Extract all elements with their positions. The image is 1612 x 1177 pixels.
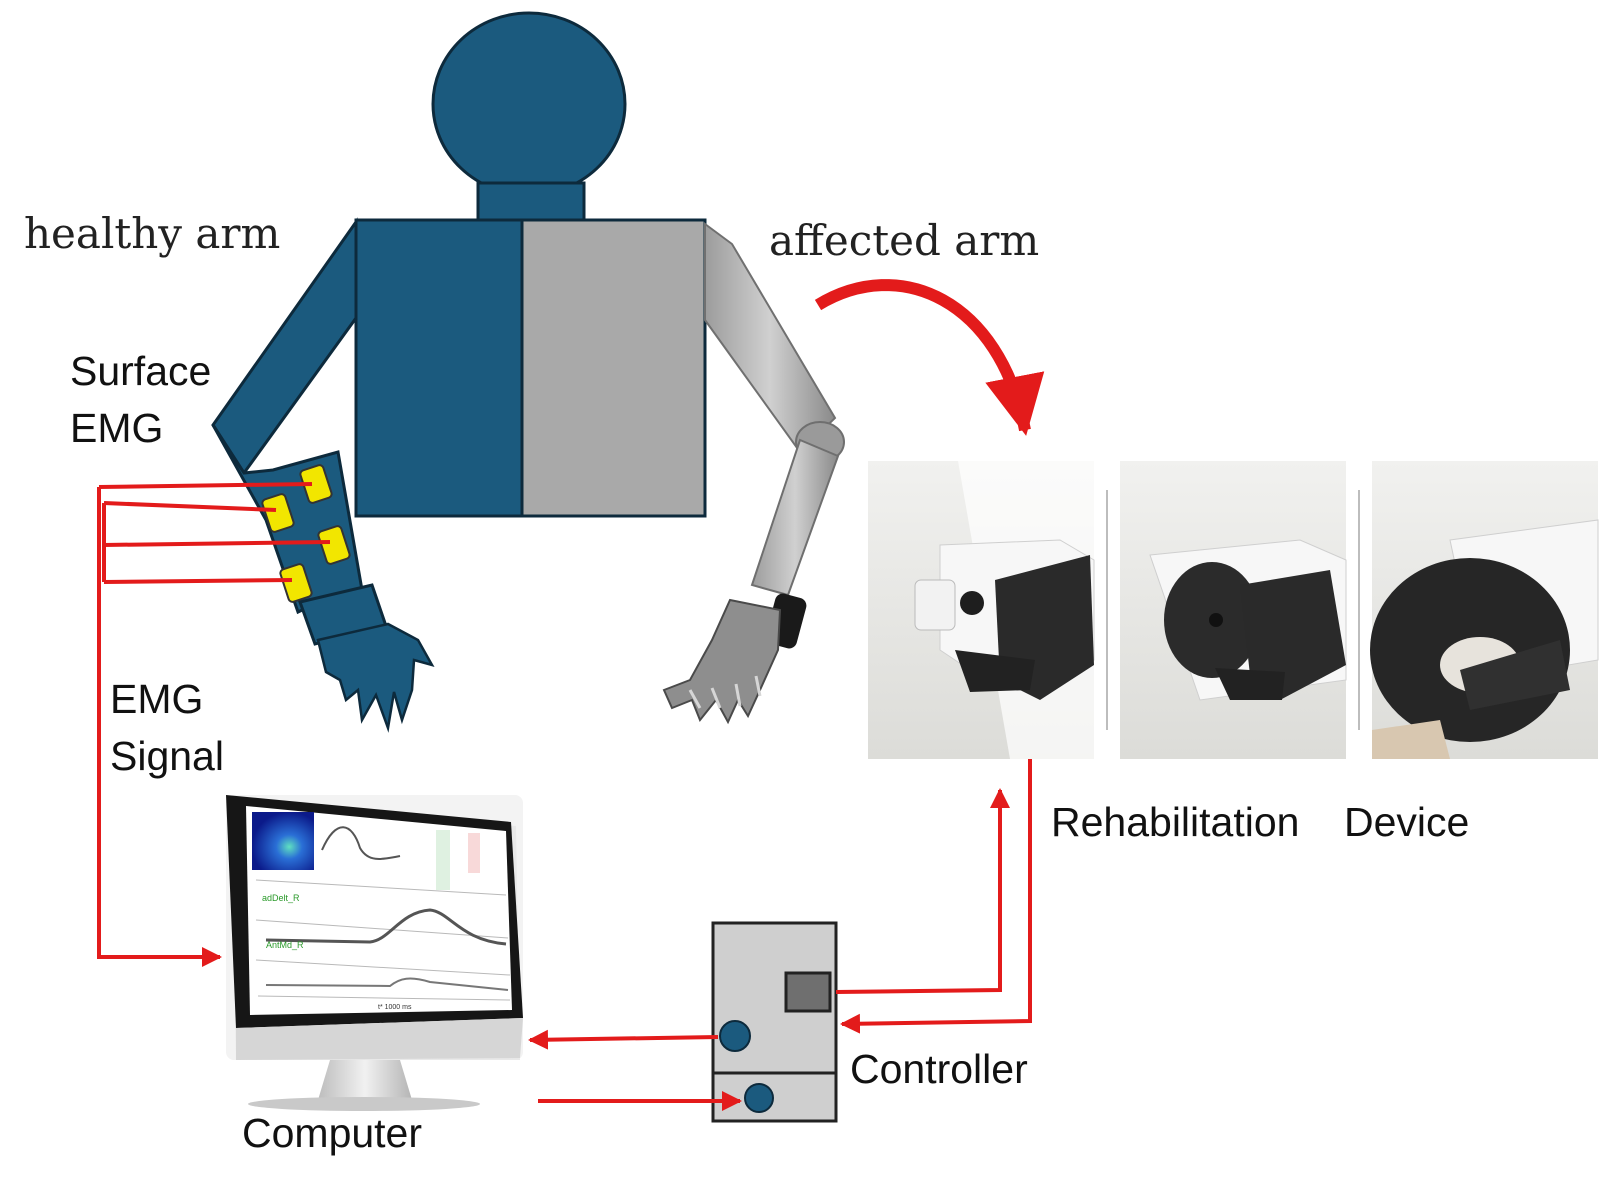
head [433,13,625,195]
red-curved-arrow-icon [818,285,1025,430]
emg-signal-label-line2: Signal [110,733,224,779]
computer-monitor-icon: adDelt_R AntMd_R t* 1000 ms [226,795,523,1111]
human-figure [213,13,844,728]
controller-knob-upper [720,1021,750,1051]
healthy-upper-arm [213,222,356,473]
controller-lower-body [713,1073,836,1121]
plot-x-axis-label: t* 1000 ms [378,1004,412,1011]
rehab-device-label-word2: Device [1344,799,1469,845]
computer-label: Computer [242,1110,422,1156]
controller-knob-lower [745,1084,773,1112]
controller-display [786,973,830,1011]
device-photo-3 [1370,461,1598,759]
controller-box-icon [713,923,836,1121]
monitor-stand [318,1060,412,1100]
emg-signal-label-line1: EMG [110,676,203,722]
affected-arm-label: affected arm [769,216,1039,265]
surface-emg-label-line1: Surface [70,348,211,394]
heatmap-panel [252,812,314,870]
device-photo-2 [1120,461,1346,759]
torso-affected-half [522,220,705,516]
monitor-base [248,1097,480,1111]
rehab-device-label-word1: Rehabilitation [1051,799,1299,845]
plot-channel-1-label: adDelt_R [262,893,300,903]
healthy-hand [318,624,432,728]
healthy-arm-label: healthy arm [24,209,280,258]
affected-forearm [752,440,838,595]
surface-emg-label-line2: EMG [70,405,163,451]
rehab-device-photos [868,461,1598,759]
neck [478,183,584,221]
torso-healthy-half [356,220,522,516]
device-photo-1 [868,461,1094,759]
plot-channel-2-label: AntMd_R [266,940,304,950]
affected-hand [664,600,780,722]
controller-label: Controller [850,1046,1028,1092]
